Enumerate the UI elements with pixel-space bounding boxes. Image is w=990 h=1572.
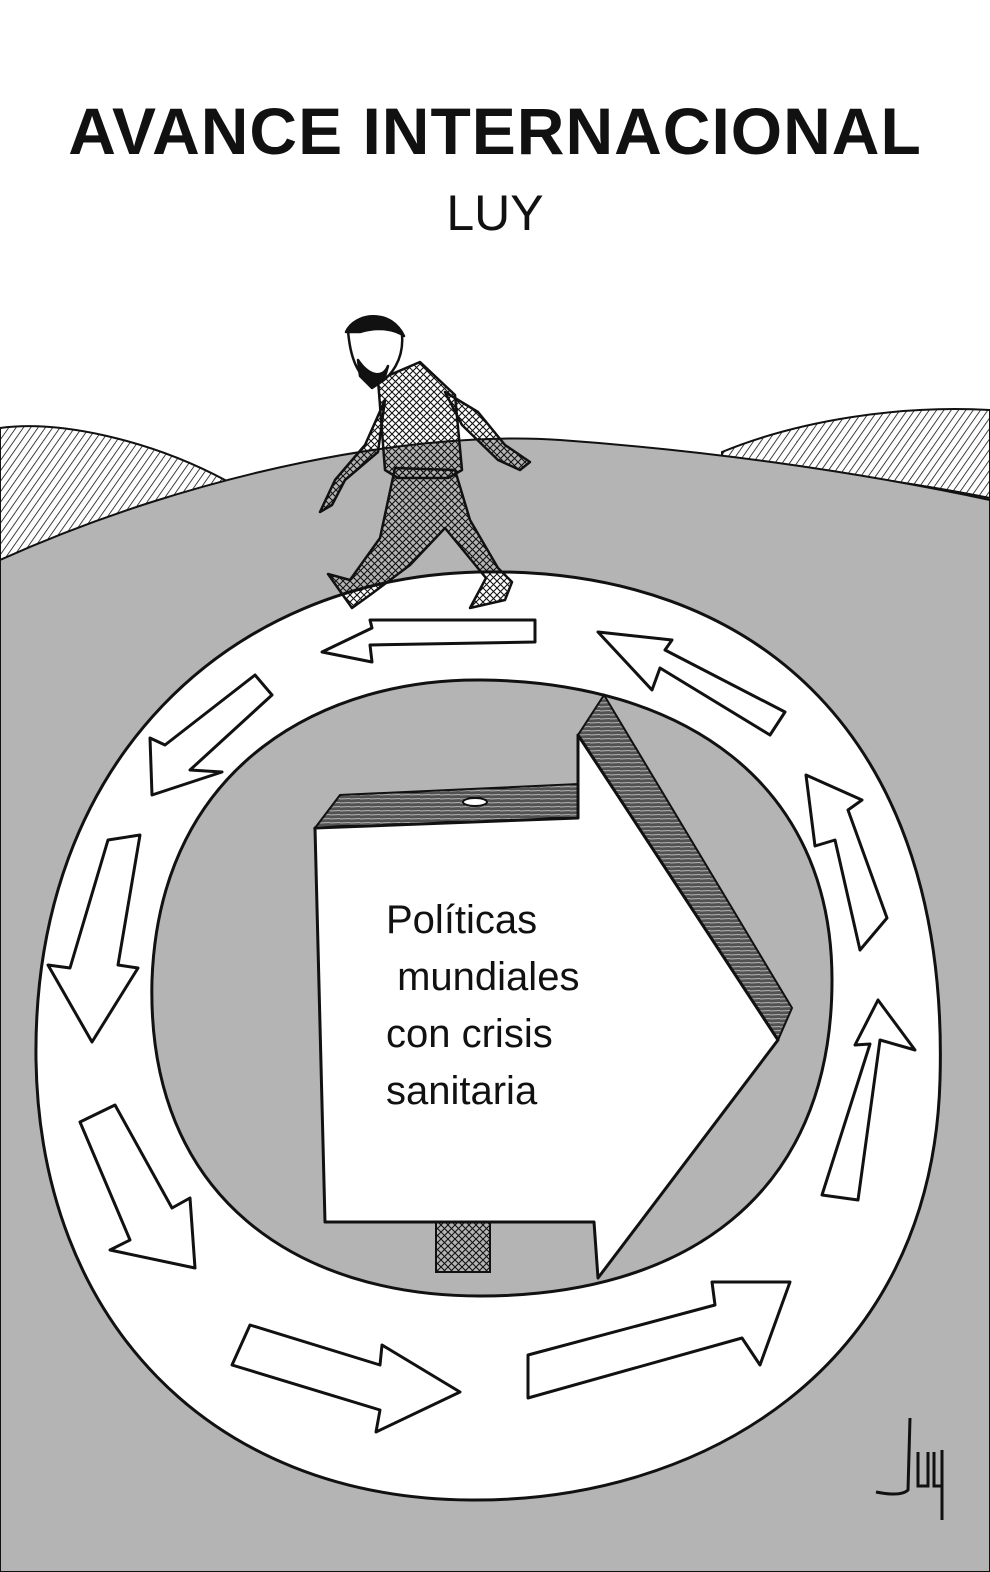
road-arrows bbox=[46, 618, 917, 1434]
circular-road bbox=[34, 570, 942, 1502]
road-arrow bbox=[820, 998, 917, 1202]
sign-post bbox=[435, 1221, 491, 1273]
road-arrow bbox=[526, 1280, 792, 1400]
author-name: LUY bbox=[446, 185, 544, 241]
road-arrow bbox=[320, 618, 537, 664]
man-beard bbox=[356, 358, 390, 390]
man-hair bbox=[344, 315, 406, 338]
road-arrow bbox=[46, 833, 142, 1044]
sign-line: sanitaria bbox=[386, 1069, 538, 1113]
road-arrow bbox=[78, 1103, 197, 1270]
cartoon-title: AVANCE INTERNACIONAL bbox=[68, 94, 922, 168]
man-torso bbox=[376, 360, 464, 480]
road-arrow bbox=[230, 1323, 462, 1434]
arrow-signpost bbox=[312, 693, 794, 1280]
sign-line: mundiales bbox=[386, 955, 580, 999]
sign-text: Políticas mundiales con crisis sanitaria bbox=[386, 892, 686, 1120]
sign-line: con crisis bbox=[386, 1012, 553, 1056]
walking-man bbox=[318, 315, 532, 610]
man-back-arm bbox=[443, 390, 532, 472]
road-arrow bbox=[596, 630, 787, 737]
road-arrow bbox=[148, 673, 274, 797]
man-front-arm bbox=[318, 398, 387, 514]
artist-signature bbox=[875, 1417, 944, 1520]
sign-line: Políticas bbox=[386, 898, 538, 942]
man-legs bbox=[326, 466, 514, 610]
sign-face bbox=[313, 733, 780, 1280]
road-arrow bbox=[804, 773, 889, 952]
